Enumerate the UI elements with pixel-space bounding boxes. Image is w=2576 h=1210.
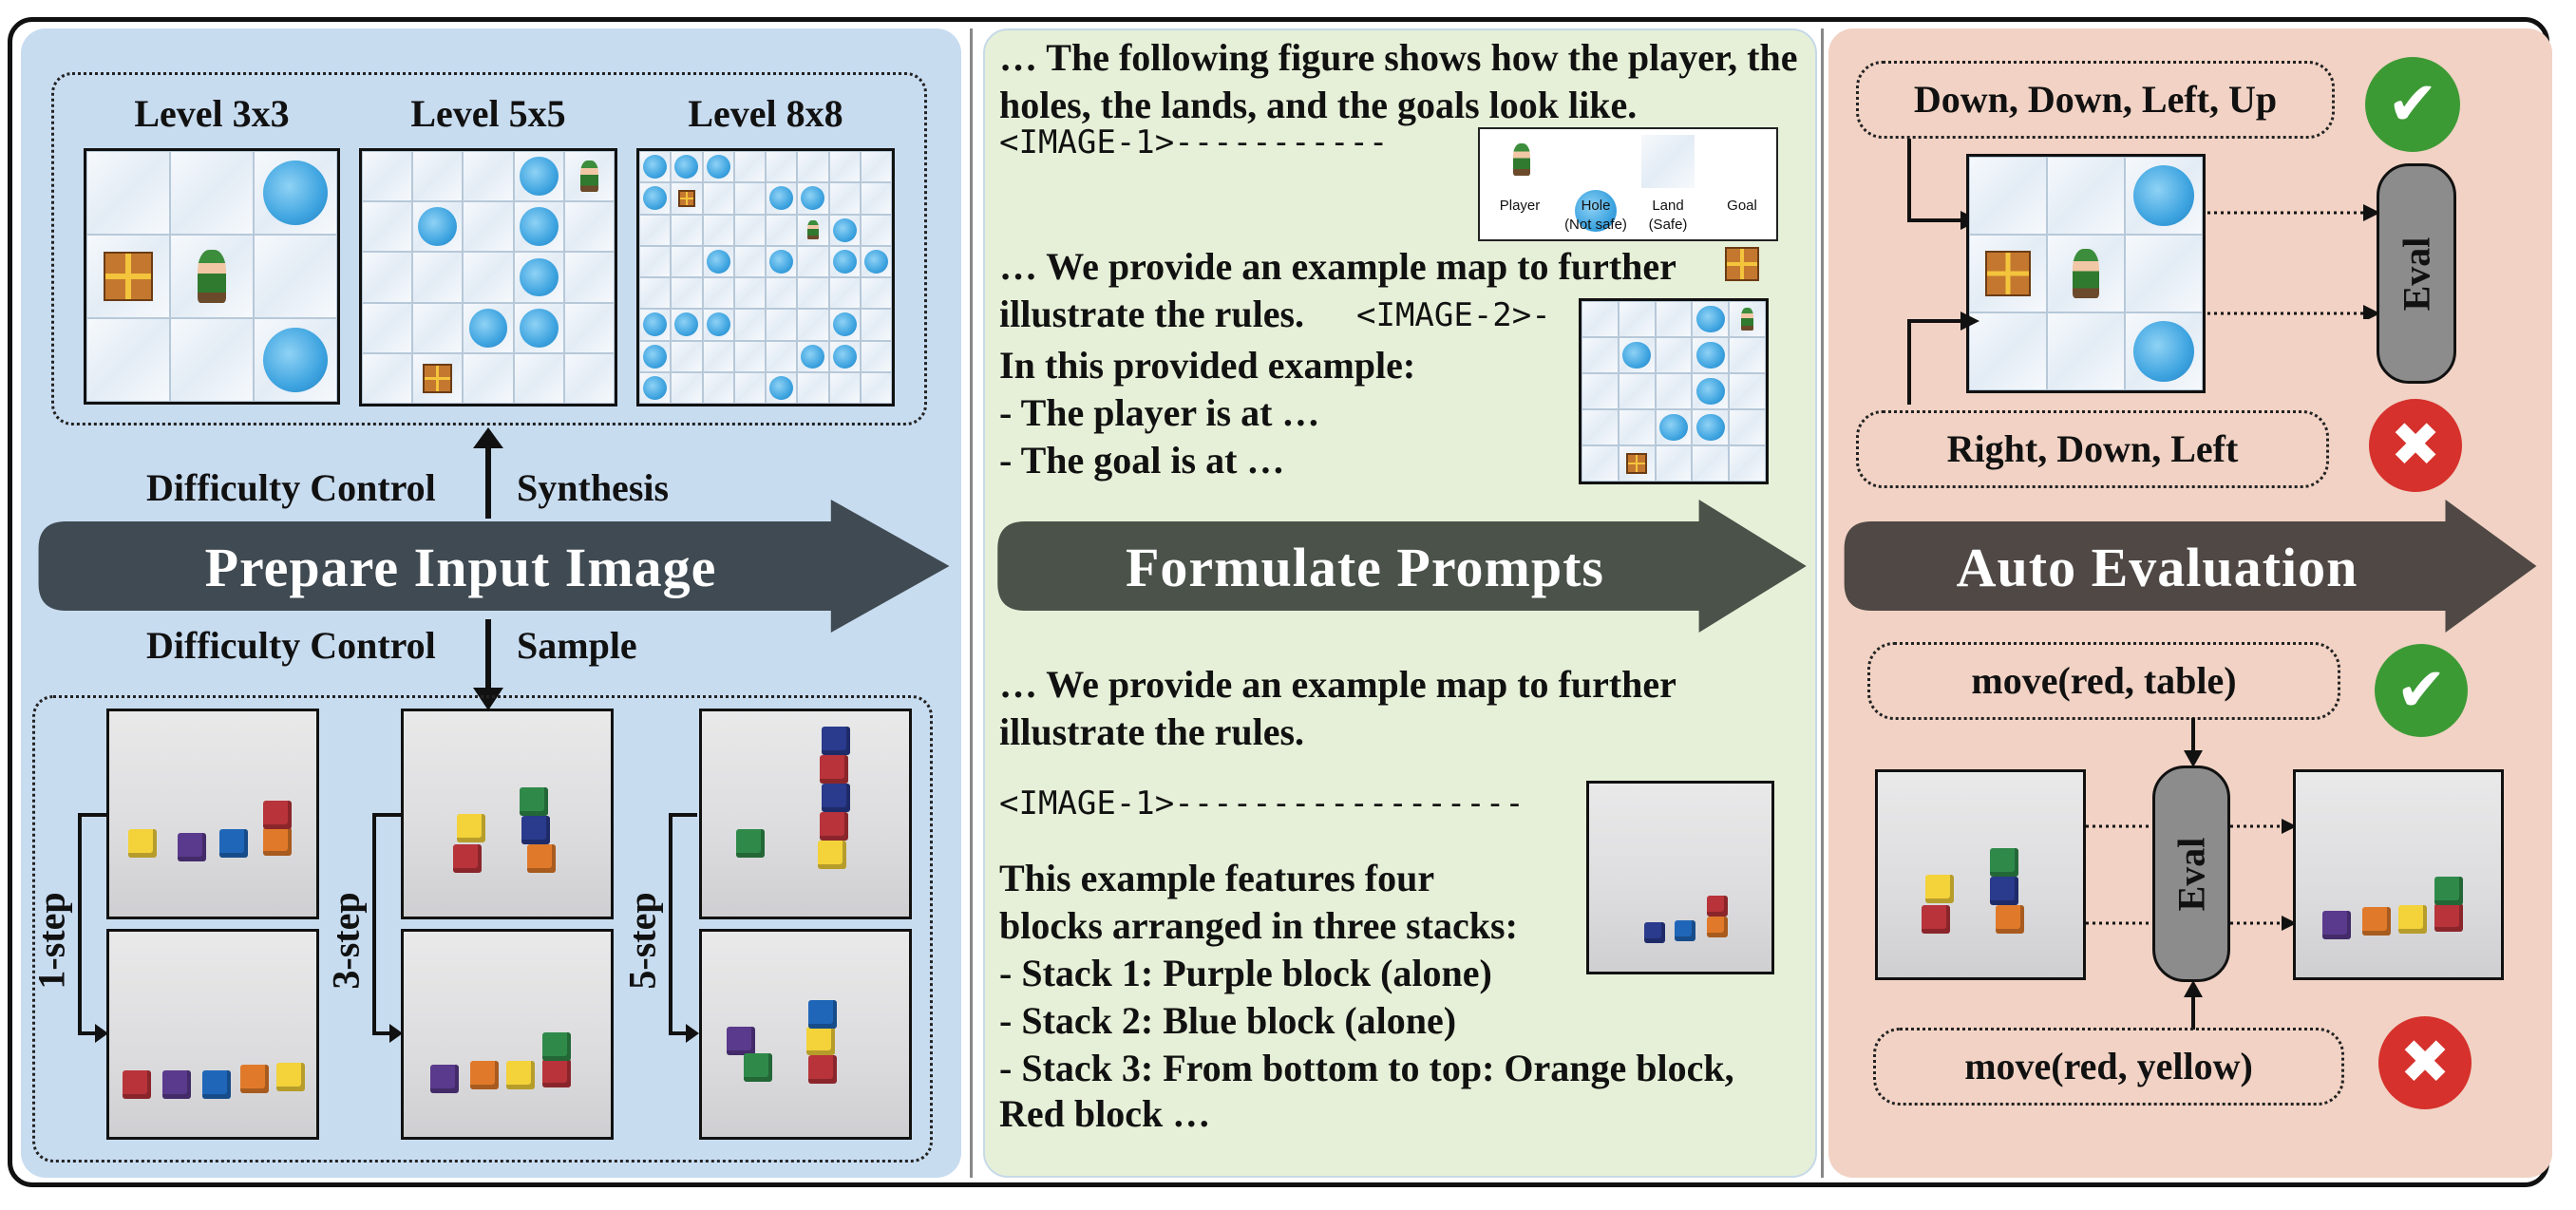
hole-icon <box>254 151 337 235</box>
sample-arrow-down <box>473 619 503 710</box>
step-bracket-1 <box>78 813 108 1043</box>
photo-to-eval-arrows <box>2086 824 2152 925</box>
blocks-photo-3step-goal <box>401 929 614 1140</box>
example-blocks-photo <box>1586 781 1774 974</box>
answer-correct-text: Down, Down, Left, Up <box>1913 78 2278 121</box>
eval-label: Eval <box>2395 236 2438 311</box>
difficulty-control-label-bottom: Difficulty Control <box>146 624 436 667</box>
divider-left <box>970 28 973 1178</box>
legend-label-goal: Goal <box>1727 198 1757 214</box>
player-elf-icon <box>1497 135 1546 184</box>
difficulty-control-label-top: Difficulty Control <box>146 466 436 509</box>
level-3x3-map <box>84 148 340 405</box>
frozenlake-levels-box <box>51 72 927 425</box>
example-5x5-map <box>1579 298 1769 484</box>
eval-blocks-photo-initial <box>1875 769 2086 980</box>
step-label-5: 5-step <box>620 891 664 990</box>
goal-gift-icon <box>86 235 170 318</box>
move-correct-to-eval-arrow <box>2184 718 2203 767</box>
legend-label-hole: Hole <box>1581 198 1611 214</box>
eval-label: Eval <box>2169 837 2213 911</box>
prompt-stack-1: - Stack 1: Purple block (alone) <box>999 952 1492 994</box>
move-correct-box: move(red, table) <box>1867 642 2340 720</box>
sample-label: Sample <box>517 624 637 667</box>
legend-sub-hole: (Not safe) <box>1564 217 1627 233</box>
answer-wrong-text: Right, Down, Left <box>1946 427 2239 470</box>
map-to-eval-arrows <box>2207 204 2380 319</box>
eval-box-frozenlake: Eval <box>2377 163 2456 384</box>
synthesis-label: Synthesis <box>517 466 670 509</box>
auto-evaluation-banner <box>1844 500 2537 633</box>
prompt-para-3-line-2: illustrate the rules. <box>999 710 1305 753</box>
image-1-tag: <IMAGE-1>----------- <box>999 123 1389 161</box>
move-correct-text: move(red, table) <box>1971 659 2237 702</box>
hole-icon <box>254 318 337 402</box>
prompt-para-2-line-1: … We provide an example map to further <box>999 245 1676 288</box>
auto-evaluation-title: Auto Evaluation <box>1956 537 2358 598</box>
image-1-tag-blocks: <IMAGE-1>------------------ <box>999 785 1525 822</box>
eval-blocks-photo-result <box>2293 769 2504 980</box>
prompt-para-3-line-1: … We provide an example map to further <box>999 663 1676 706</box>
blocks-photo-5step-goal <box>699 929 912 1140</box>
prompt-bullet-goal: - The goal is at … <box>999 439 1285 482</box>
legend-sub-land: (Safe) <box>1648 217 1688 233</box>
prompt-para-4-line-1: This example features four <box>999 857 1435 899</box>
cross-icon: ✖ <box>2378 1016 2472 1109</box>
prepare-input-image-title: Prepare Input Image <box>204 537 717 598</box>
prepare-input-image-banner <box>38 500 950 633</box>
divider-right <box>1821 28 1824 1178</box>
level-3x3-label: Level 3x3 <box>134 92 290 135</box>
formulate-prompts-title: Formulate Prompts <box>1126 537 1604 598</box>
eval-3x3-map <box>1966 154 2206 393</box>
blocks-photo-5step-initial <box>699 709 912 919</box>
eval-to-photo-arrows <box>2230 819 2297 931</box>
player-elf-icon <box>170 235 254 318</box>
level-5x5-label: Level 5x5 <box>410 92 566 135</box>
cross-icon: ✖ <box>2369 399 2462 492</box>
legend-label-player: Player <box>1499 198 1541 214</box>
formulate-prompts-banner <box>997 500 1807 633</box>
land-icon <box>1641 135 1695 188</box>
answer-correct-box: Down, Down, Left, Up <box>1856 61 2335 139</box>
blocks-photo-3step-initial <box>401 709 614 919</box>
wrong-answer-to-map-arrow <box>1907 312 1979 405</box>
blocks-photo-1step-goal <box>106 929 319 1140</box>
level-8x8-label: Level 8x8 <box>688 92 843 135</box>
prompt-stack-2: - Stack 2: Blue block (alone) <box>999 999 1457 1042</box>
hole-icon <box>1569 184 1622 237</box>
prompt-bullet-player: - The player is at … <box>999 391 1320 434</box>
synthesis-arrow-up <box>473 427 503 519</box>
move-wrong-box: move(red, yellow) <box>1873 1028 2344 1106</box>
move-wrong-to-eval-arrow <box>2184 980 2203 1030</box>
image-2-tag: <IMAGE-2>- <box>1356 296 1551 334</box>
level-8x8-map <box>636 148 895 406</box>
prompt-stack-3: - Stack 3: From bottom to top: Orange bl… <box>999 1047 1734 1089</box>
blocks-photo-1step-initial <box>106 709 319 919</box>
step-bracket-5 <box>669 813 699 1043</box>
check-icon: ✔ <box>2375 644 2468 737</box>
eval-box-blocksworld: Eval <box>2152 766 2230 982</box>
step-label-3: 3-step <box>324 891 368 990</box>
level-5x5-map <box>359 148 617 406</box>
answer-wrong-box: Right, Down, Left <box>1856 410 2329 488</box>
legend-image: Player Hole (Not safe) Land (Safe) Goal <box>1478 127 1778 281</box>
blocksworld-samples-box <box>32 695 933 1163</box>
legend-label-land: Land <box>1652 198 1684 214</box>
prompt-para-2-line-3: In this provided example: <box>999 344 1416 387</box>
move-wrong-text: move(red, yellow) <box>1964 1045 2253 1087</box>
goal-gift-icon <box>1714 236 1771 293</box>
step-bracket-3 <box>372 813 403 1043</box>
check-icon: ✔ <box>2365 57 2460 152</box>
prompt-para-4-line-2: blocks arranged in three stacks: <box>999 904 1518 947</box>
step-label-1: 1-step <box>29 891 73 990</box>
prompt-para-1: … The following figure shows how the pla… <box>999 36 1798 126</box>
prompt-para-2-line-2: illustrate the rules. <box>999 293 1305 335</box>
prompt-stack-3-cont: Red block … <box>999 1092 1211 1135</box>
